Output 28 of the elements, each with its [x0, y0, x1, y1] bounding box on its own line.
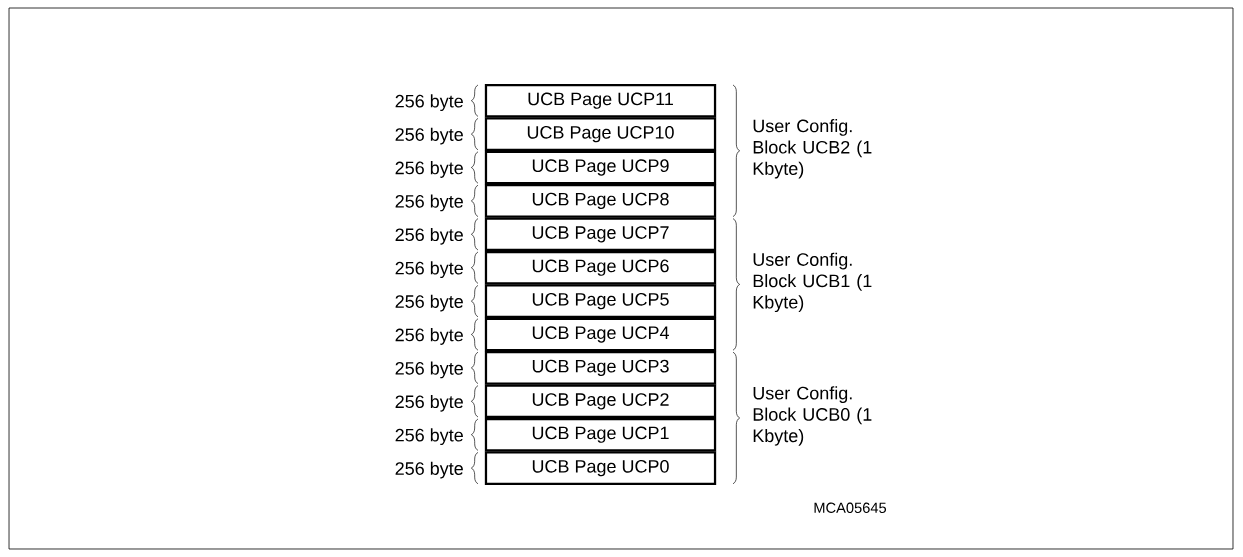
size-label: 256 byte: [395, 127, 463, 145]
size-label: 256 byte: [395, 227, 463, 245]
size-label: 256 byte: [395, 461, 463, 479]
memory-page-box: UCB Page UCP2: [484, 384, 717, 419]
size-label: 256 byte: [395, 161, 463, 178]
memory-page-box: UCB Page UCP8: [484, 184, 717, 218]
size-label: 256 byte: [395, 428, 463, 446]
size-label: 256 byte: [395, 394, 463, 412]
memory-page-box: UCB Page UCP9: [484, 150, 717, 185]
size-label: 256 byte: [395, 294, 463, 312]
block-label: User Config. Block UCB2 (1 Kbyte): [753, 119, 872, 179]
size-label: 256 byte: [395, 361, 463, 379]
memory-page-box: UCB Page UCP11: [484, 83, 717, 118]
size-label: 256 byte: [395, 194, 463, 212]
memory-page-box: UCB Page UCP4: [484, 317, 717, 352]
size-label: 256 byte: [395, 94, 463, 112]
memory-page-box: UCB Page UCP7: [484, 217, 717, 252]
memory-page-box: UCB Page UCP10: [484, 117, 717, 151]
block-label: User Config. Block UCB0 (1 Kbyte): [753, 386, 872, 446]
memory-page-box: UCB Page UCP3: [484, 351, 717, 385]
size-label: 256 byte: [395, 328, 463, 345]
memory-page-box: UCB Page UCP6: [484, 250, 717, 285]
memory-page-box: UCB Page UCP5: [484, 284, 717, 318]
memory-page-box: UCB Page UCP1: [484, 417, 717, 452]
size-label: 256 byte: [395, 261, 463, 279]
figure-id: MCA05645: [814, 502, 887, 513]
memory-page-box: UCB Page UCP0: [484, 451, 717, 485]
block-label: User Config. Block UCB1 (1 Kbyte): [753, 252, 872, 313]
